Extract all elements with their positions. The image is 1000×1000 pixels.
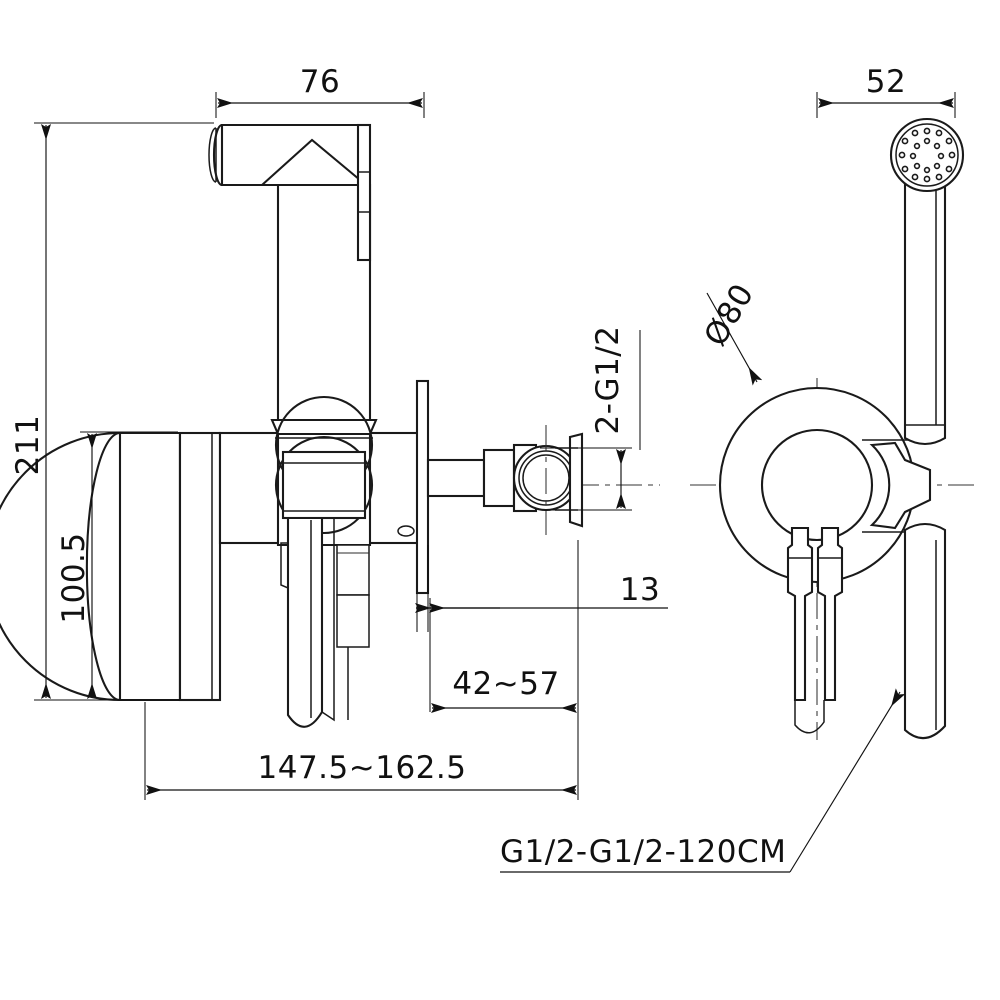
- dim-label-100-5: 100.5: [56, 532, 92, 623]
- front-view-dimensions: 76 211 100.5 147.5~162.5 42~57 13 2-G1/2: [10, 64, 668, 800]
- leader-line-diameter: [706, 292, 763, 386]
- escutcheon-plate-left-arc: [85, 431, 121, 702]
- spray-head-left-cap: [212, 123, 223, 187]
- handle-hub-arc-bottom: [274, 396, 374, 446]
- dim-label-diameter: Ø80: [697, 278, 761, 353]
- lever-spigot-left: [280, 542, 289, 590]
- handle-stem-right-face: [321, 518, 335, 722]
- hose-callout-label: G1/2-G1/2-120CM: [500, 834, 786, 870]
- side-elevation-view: [690, 117, 975, 740]
- wall-plate-front: [415, 379, 430, 595]
- connector-flange: [568, 432, 584, 528]
- handle-hub-circle-side: [760, 428, 874, 542]
- shower-head-outer-ring: [889, 117, 965, 193]
- shower-head-nozzle-holes: [898, 127, 956, 183]
- dim-label-proj: 42~57: [452, 666, 559, 702]
- handle-hub-circle: [274, 435, 374, 535]
- shaft-neck-taper: [270, 418, 378, 436]
- dim-label-13: 13: [620, 572, 660, 608]
- handle-stem-front: [286, 516, 324, 728]
- hose-column-upper: [903, 128, 947, 446]
- hose-column-lower: [903, 522, 947, 740]
- front-elevation-view: [0, 123, 660, 728]
- spray-head-cap-arc: [208, 127, 217, 183]
- handle-hub-band: [281, 450, 367, 520]
- shower-head-inner-ring: [895, 123, 959, 187]
- dim-label-thread: 2-G1/2: [590, 326, 626, 435]
- body-oval-detail: [397, 525, 415, 537]
- dim-label-76: 76: [300, 64, 340, 100]
- body-collar-front: [178, 431, 222, 702]
- dim-label-211: 211: [10, 415, 46, 476]
- prong-break-line: [794, 700, 825, 734]
- callout-leader-line: [789, 688, 906, 873]
- dim-label-total: 147.5~162.5: [258, 750, 467, 786]
- handle-prong-left: [786, 526, 814, 702]
- inlet-pipe-shoulder: [482, 448, 516, 508]
- handle-prong-right: [816, 526, 844, 702]
- dim-label-52: 52: [866, 64, 906, 100]
- trigger-lever-front: [356, 123, 372, 262]
- bracket-lobe-side: [869, 441, 932, 530]
- hose-callout-group: G1/2-G1/2-120CM: [500, 688, 906, 873]
- spray-head-chevron: [261, 138, 367, 186]
- inlet-pipe-front: [426, 458, 486, 498]
- diverter-button-lower: [336, 594, 370, 648]
